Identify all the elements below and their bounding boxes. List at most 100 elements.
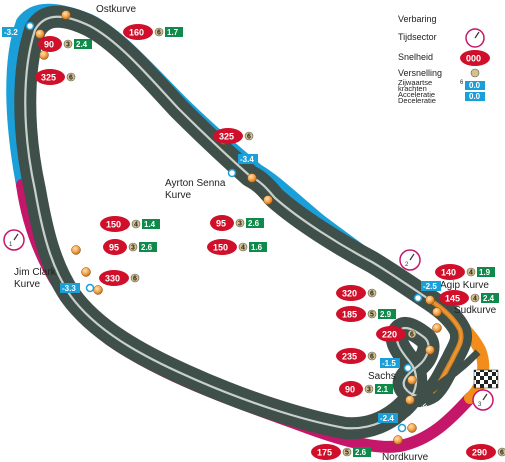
svg-text:2.1: 2.1 — [377, 385, 389, 394]
gear-icon — [407, 329, 417, 339]
svg-text:325: 325 — [41, 73, 56, 83]
speed-badge: 320 6 — [336, 285, 377, 301]
gear-icon — [154, 27, 164, 37]
svg-text:2.4: 2.4 — [76, 40, 88, 49]
gear-icon — [235, 218, 245, 228]
gear-icon — [364, 384, 374, 394]
gear-icon — [244, 131, 254, 141]
speed-badge: 145 4 2.4 — [439, 290, 499, 306]
svg-text:1.4: 1.4 — [144, 220, 156, 229]
svg-text:-3.3: -3.3 — [62, 284, 76, 293]
pit-lane — [378, 349, 481, 424]
braking-marker — [39, 50, 49, 60]
speed-badge: 325 6 — [35, 69, 76, 85]
braking-marker — [71, 245, 81, 255]
label-sudkurve: Sudkurve — [454, 305, 497, 316]
label-ayrton-senna: Ayrton Senna — [165, 178, 226, 189]
svg-text:-2.5: -2.5 — [423, 282, 437, 291]
braking-badge: -1.5 — [380, 358, 400, 368]
speed-badge: 150 4 1.4 — [100, 216, 160, 232]
braking-point — [413, 293, 423, 303]
speed-badge: 150 4 1.6 — [207, 239, 267, 255]
svg-text:6: 6 — [370, 354, 374, 361]
legend-time-meter: Tijdsector — [398, 32, 437, 42]
svg-text:220: 220 — [382, 330, 397, 340]
svg-text:2.6: 2.6 — [141, 243, 153, 252]
braking-badge: -2.4 — [378, 413, 398, 423]
svg-text:325: 325 — [219, 132, 234, 142]
braking-marker — [407, 375, 417, 385]
braking-badge: -3.2 — [2, 27, 22, 37]
braking-point — [25, 21, 35, 31]
svg-text:235: 235 — [342, 352, 357, 362]
gear-icon — [128, 242, 138, 252]
svg-text:90: 90 — [345, 385, 355, 395]
gear-icon — [131, 219, 141, 229]
speed-badge: 235 6 — [336, 348, 377, 364]
svg-text:150: 150 — [213, 243, 228, 253]
svg-text:145: 145 — [445, 294, 460, 304]
legend-g-sample-1 — [465, 81, 485, 90]
gear-icon — [367, 288, 377, 298]
svg-text:2.9: 2.9 — [380, 310, 392, 319]
braking-marker — [247, 173, 257, 183]
braking-marker — [425, 295, 435, 305]
svg-text:6: 6 — [247, 134, 251, 141]
gear-icon — [342, 447, 352, 457]
legend-gear: Versnelling — [398, 68, 442, 78]
svg-text:4: 4 — [241, 245, 245, 252]
svg-text:5: 5 — [345, 450, 349, 457]
svg-text:1.9: 1.9 — [479, 268, 491, 277]
braking-marker — [407, 423, 417, 433]
braking-badges: -3.2-3.4-3.3-2.5-1.5-2.4 — [2, 27, 441, 423]
svg-text:0.0: 0.0 — [469, 92, 481, 101]
svg-text:290: 290 — [472, 448, 487, 458]
svg-text:6: 6 — [370, 291, 374, 298]
gear-icon — [66, 72, 76, 82]
svg-text:4: 4 — [469, 270, 473, 277]
braking-marker — [425, 345, 435, 355]
legend-g-sample-2 — [465, 92, 485, 101]
braking-badge: -3.3 — [60, 283, 80, 293]
timer-1: 1 — [3, 229, 25, 251]
svg-text:150: 150 — [106, 220, 121, 230]
svg-text:1.6: 1.6 — [251, 243, 263, 252]
svg-text:2.4: 2.4 — [483, 294, 495, 303]
label-nordkurve: Nordkurve — [382, 452, 429, 462]
braking-point — [227, 168, 237, 178]
svg-text:4: 4 — [134, 222, 138, 229]
svg-text:140: 140 — [441, 268, 456, 278]
braking-marker — [405, 395, 415, 405]
svg-text:95: 95 — [216, 219, 226, 229]
svg-text:90: 90 — [44, 40, 54, 50]
svg-text:-3.2: -3.2 — [4, 28, 18, 37]
svg-text:1: 1 — [9, 242, 13, 248]
braking-marker — [432, 307, 442, 317]
svg-text:160: 160 — [129, 28, 144, 38]
timer-3: 3 — [472, 389, 494, 411]
legend-side-g: Zijwaartse — [398, 78, 432, 87]
label-jim-clark: Jim Clark — [14, 267, 57, 278]
label-ostkurve: Ostkurve — [96, 4, 136, 15]
label-agip: Agip Kurve — [440, 280, 489, 291]
braking-marker — [93, 285, 103, 295]
svg-text:4: 4 — [473, 296, 477, 303]
svg-text:320: 320 — [342, 289, 357, 299]
svg-text:0.0: 0.0 — [469, 81, 481, 90]
speed-badge: 140 4 1.9 — [435, 264, 495, 280]
svg-text:000: 000 — [466, 54, 481, 64]
legend-forward-g: krachten — [398, 84, 427, 93]
braking-marker — [81, 267, 91, 277]
svg-text:6: 6 — [157, 30, 161, 37]
svg-text:6: 6 — [69, 75, 73, 82]
braking-marker — [61, 10, 71, 20]
svg-text:3: 3 — [66, 42, 70, 49]
svg-text:6: 6 — [410, 332, 414, 339]
svg-text:1.7: 1.7 — [167, 28, 179, 37]
braking-point — [403, 363, 413, 373]
